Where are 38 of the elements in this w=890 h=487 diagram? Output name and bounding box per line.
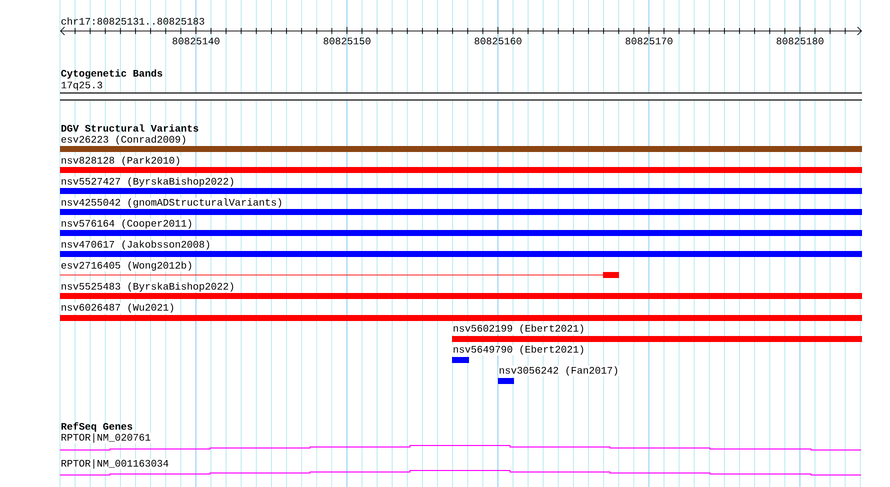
variant-feature: nsv5527427 (ByrskaBishop2022) <box>60 176 862 194</box>
node-label: nsv5602199 (Ebert2021) <box>454 324 584 334</box>
tick-label: 80825140 <box>172 38 220 44</box>
tick-label: 80825160 <box>474 38 522 44</box>
track-title: RefSeq Genes <box>61 422 132 432</box>
node-label: RPTOR|NM_001163034 <box>62 459 168 469</box>
tick-label: 80825170 <box>626 38 672 44</box>
tick-label: 80825150 <box>324 38 370 44</box>
node-label: nsv470617 (Jakobsson2008) <box>62 240 210 250</box>
variant-feature: esv2716405 (Wong2012b) <box>60 260 619 278</box>
variant-feature: nsv5602199 (Ebert2021) <box>452 324 862 342</box>
variant-feature: nsv5525483 (ByrskaBishop2022) <box>60 282 862 299</box>
node-label: nsv6026487 (Wu2021) <box>62 303 174 313</box>
variant-feature: esv26223 (Conrad2009) <box>60 134 862 152</box>
variant-feature: nsv3056242 (Fan2017) <box>498 366 620 384</box>
node-label: nsv5527427 (ByrskaBishop2022) <box>62 177 234 187</box>
gene-feature: RPTOR|NM_001163034 <box>60 458 862 476</box>
node-label: 17q25.3 <box>62 82 102 90</box>
node-label: nsv5649790 (Ebert2021) <box>454 345 584 355</box>
node-label: RPTOR|NM_020761 <box>62 433 150 443</box>
variant-feature: nsv4255042 (gnomADStructuralVariants) <box>60 198 862 215</box>
node-label: nsv828128 (Park2010) <box>62 156 180 166</box>
cytoband-feature: 17q25.3 <box>60 81 863 100</box>
tick-label: 80825180 <box>776 38 824 44</box>
variant-feature: nsv6026487 (Wu2021) <box>60 302 862 321</box>
node-label: nsv4255042 (gnomADStructuralVariants) <box>62 198 282 208</box>
variant-feature: nsv470617 (Jakobsson2008) <box>60 240 862 257</box>
node-label: nsv5525483 (ByrskaBishop2022) <box>62 282 234 292</box>
track-title: DGV Structural Variants <box>61 124 198 132</box>
node-label: nsv576164 (Cooper2011) <box>62 219 192 229</box>
variant-feature: nsv576164 (Cooper2011) <box>60 218 862 236</box>
position-label: chr17:80825131..80825183 <box>61 17 204 25</box>
node-label: nsv3056242 (Fan2017) <box>500 366 618 376</box>
variant-feature: nsv828128 (Park2010) <box>60 156 862 173</box>
node-label: esv26223 (Conrad2009) <box>61 135 186 145</box>
gene-feature: RPTOR|NM_020761 <box>60 432 862 450</box>
variant-feature: nsv5649790 (Ebert2021) <box>452 344 586 363</box>
node-label: esv2716405 (Wong2012b) <box>61 261 192 271</box>
